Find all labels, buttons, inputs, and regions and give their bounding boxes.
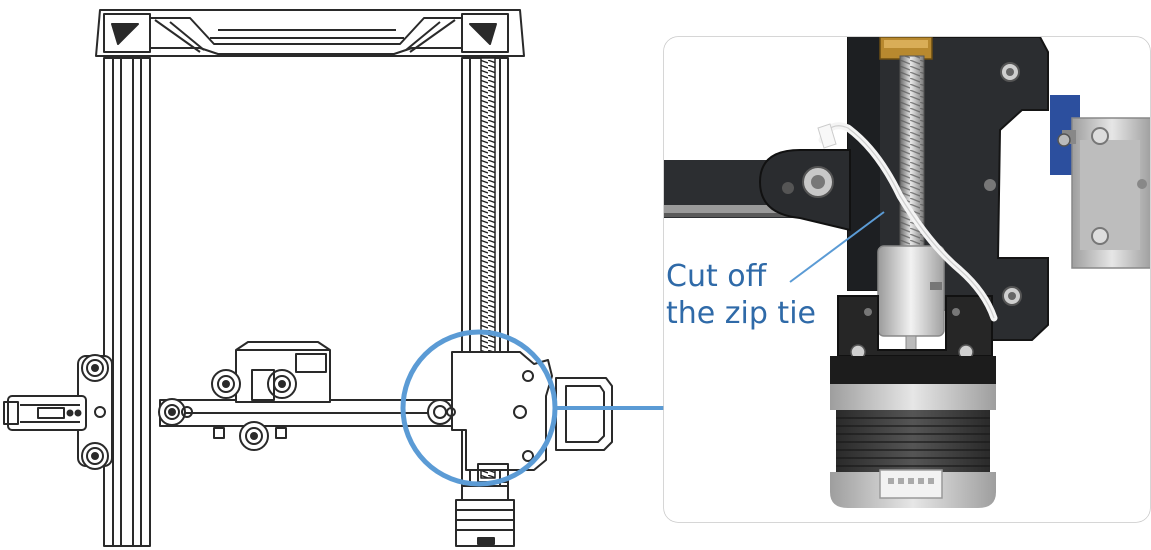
callout-label: Cut off the zip tie bbox=[666, 258, 816, 332]
detail-photo-panel bbox=[663, 36, 1151, 523]
left-upright-extrusion bbox=[103, 57, 151, 547]
photo-x-stepper bbox=[1057, 117, 1150, 269]
photo-z-stepper bbox=[830, 356, 996, 508]
z-motor-drawing bbox=[455, 485, 515, 547]
callout-leader-line-icon bbox=[789, 211, 885, 283]
photo-screw-mid bbox=[984, 179, 996, 191]
x-motor-drawing bbox=[555, 377, 613, 451]
top-frame-bar bbox=[95, 9, 525, 57]
photo-shaft-coupler bbox=[877, 245, 945, 337]
printer-frame-drawing bbox=[3, 9, 613, 547]
left-belt-tensioner bbox=[3, 395, 87, 431]
callout-line-2: the zip tie bbox=[666, 296, 816, 331]
left-z-carriage bbox=[77, 354, 113, 470]
callout-line-1: Cut off bbox=[666, 259, 767, 294]
x-carriage-hotend bbox=[211, 341, 331, 451]
right-z-carriage bbox=[427, 351, 553, 483]
x-idler-wheel bbox=[158, 398, 193, 426]
